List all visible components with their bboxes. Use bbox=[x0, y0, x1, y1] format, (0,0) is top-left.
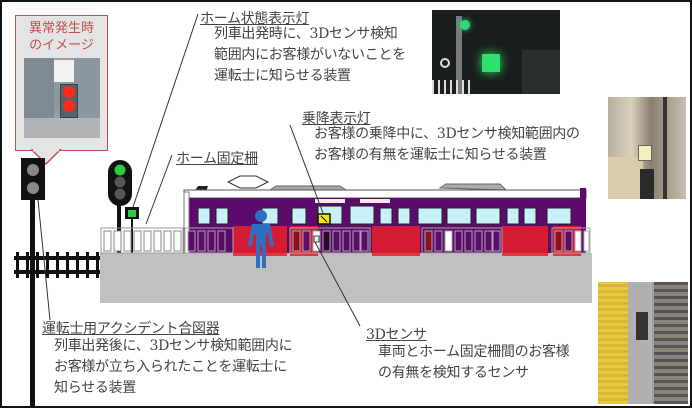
red-light-icon bbox=[63, 100, 75, 112]
boarding-indicator-photo bbox=[608, 97, 686, 199]
desc-line: 知らせる装置 bbox=[54, 380, 136, 396]
3d-sensor-title: 3Dセンサ bbox=[366, 327, 427, 343]
desc-line: お客様が立ち入られたことを運転士に bbox=[54, 359, 287, 375]
callout-line-2: のイメージ bbox=[29, 38, 94, 53]
desc-line: 範囲内にお客様がいないことを bbox=[214, 47, 406, 63]
platform-status-light-title: ホーム状態表示灯 bbox=[200, 11, 310, 27]
platform-status-light-desc: 列車出発時に、3Dセンサ検知 範囲内にお客様がいないことを 運転士に知らせる装置 bbox=[214, 24, 406, 87]
callout-caption: 異常発生時 のイメージ bbox=[16, 20, 107, 54]
platform-status-light-photo bbox=[432, 10, 560, 94]
desc-line: 運転士に知らせる装置 bbox=[214, 68, 351, 84]
red-light-icon bbox=[63, 86, 75, 98]
green-light-icon bbox=[460, 20, 470, 30]
status-light-glow bbox=[482, 54, 500, 72]
3d-sensor-photo bbox=[598, 282, 688, 404]
driver-signal-desc: 列車出発後に、3Dセンサ検知範囲内に お客様が立ち入られたことを運転士に 知らせ… bbox=[54, 336, 293, 399]
departure-signal-icon bbox=[108, 160, 132, 253]
platform-status-light-icon bbox=[125, 207, 139, 253]
leader-lines bbox=[37, 13, 361, 327]
desc-line: の有無を検知するセンサ bbox=[378, 365, 529, 381]
desc-line: 車両とホーム固定柵間のお客様 bbox=[378, 344, 570, 360]
driver-accident-signal-icon bbox=[21, 158, 45, 408]
platform-floor bbox=[100, 253, 592, 303]
driver-signal-title: 運転士用アクシデント合図器 bbox=[42, 321, 220, 337]
desc-line: 列車出発時に、3Dセンサ検知 bbox=[214, 26, 398, 42]
boarding-indicator-desc: お客様の乗降中に、3Dセンサ検知範囲内の お客様の有無を運転士に知らせる装置 bbox=[314, 124, 580, 166]
anomaly-photo bbox=[24, 58, 100, 138]
passenger-icon bbox=[248, 210, 274, 268]
boarding-indicator-title: 乗降表示灯 bbox=[302, 111, 371, 127]
anomaly-callout: 異常発生時 のイメージ bbox=[15, 15, 108, 151]
desc-line: お客様の有無を運転士に知らせる装置 bbox=[314, 147, 547, 163]
platform-fence bbox=[100, 227, 184, 254]
3d-sensor-desc: 車両とホーム固定柵間のお客様 の有無を検知するセンサ bbox=[378, 342, 570, 384]
platform-fence-segment bbox=[184, 227, 591, 254]
detection-zones bbox=[233, 226, 581, 256]
3d-sensor-icon bbox=[313, 235, 320, 243]
desc-line: お客様の乗降中に、3Dセンサ検知範囲内の bbox=[314, 126, 580, 142]
platform-fence-title: ホーム固定柵 bbox=[176, 151, 258, 167]
callout-line-1: 異常発生時 bbox=[28, 21, 94, 36]
desc-line: 列車出発後に、3Dセンサ検知範囲内に bbox=[54, 338, 293, 354]
railway-track bbox=[14, 252, 100, 278]
indicator-light-icon bbox=[638, 145, 652, 161]
